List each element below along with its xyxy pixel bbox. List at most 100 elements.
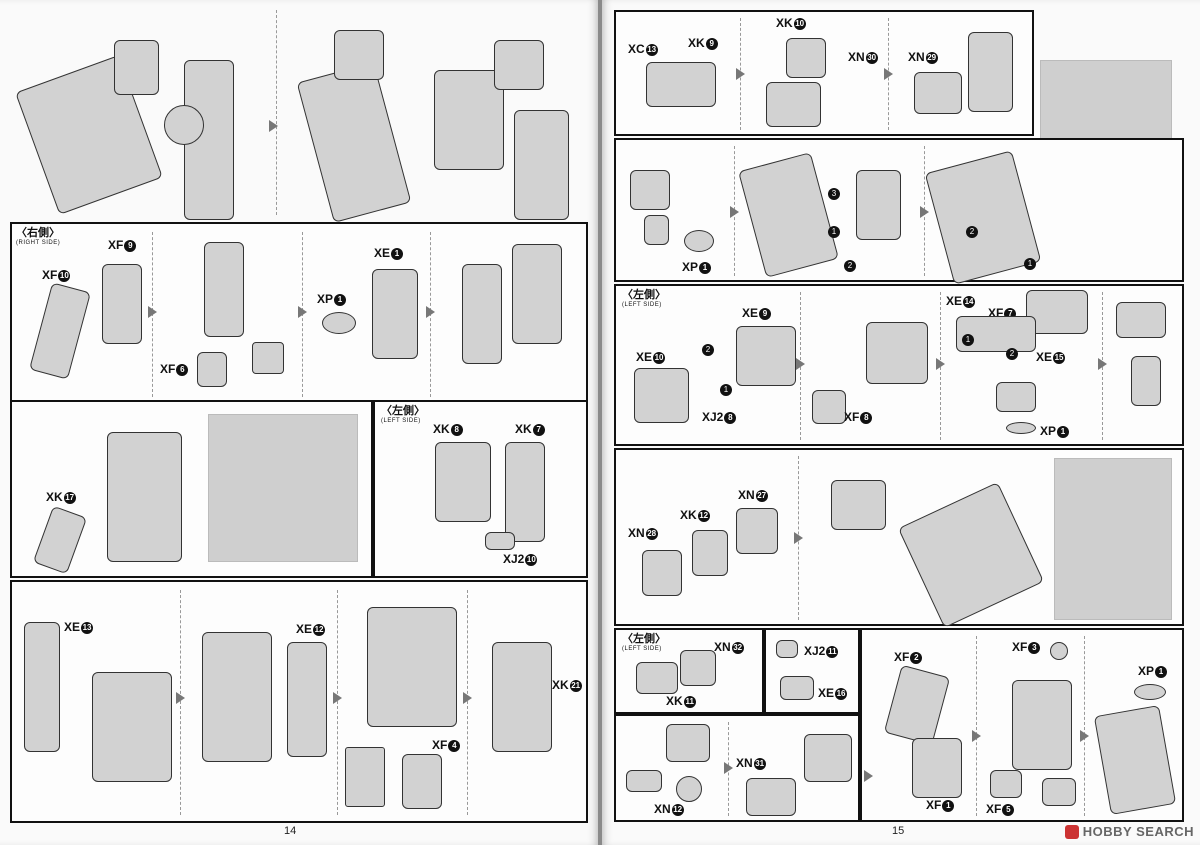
joint-part (766, 82, 821, 127)
hand-part (804, 734, 852, 782)
shoulder-part (634, 368, 689, 423)
detail-zoom (1026, 290, 1088, 334)
step-divider (276, 10, 277, 215)
step-number: 2 (966, 226, 978, 238)
head-part (494, 40, 544, 90)
hobby-search-logo-icon (1064, 824, 1079, 839)
small-part (197, 352, 227, 387)
page-number-right: 15 (892, 825, 905, 837)
joint-part (164, 105, 204, 145)
head-part (334, 30, 384, 80)
shoulder-part (1131, 356, 1161, 406)
arrow-right-icon (463, 692, 472, 704)
arrow-right-icon (736, 68, 745, 80)
joint-part (776, 640, 798, 658)
step-divider (976, 636, 977, 816)
armor-part (287, 642, 327, 757)
arrow-right-icon (298, 306, 307, 318)
arm-part (107, 432, 182, 562)
joint-part (968, 32, 1013, 112)
ring-part (1006, 422, 1036, 434)
watermark-text: HOBBY SEARCH (1082, 824, 1194, 839)
small-part (1050, 642, 1068, 660)
detail-zoom (252, 342, 284, 374)
arrow-right-icon (920, 206, 929, 218)
arrow-right-icon (148, 306, 157, 318)
shoulder-part (866, 322, 928, 384)
arrow-right-icon (972, 730, 981, 742)
arm-part (29, 282, 91, 380)
arrow-right-icon (796, 358, 805, 370)
step-number: 1 (720, 384, 732, 396)
assembly-area-top-left (14, 10, 592, 223)
bracket-part (512, 244, 562, 344)
watermark: HOBBY SEARCH (1064, 824, 1194, 839)
arrow-right-icon (794, 532, 803, 544)
hand-part (831, 480, 886, 530)
leg-part (514, 110, 569, 220)
hand-part (666, 724, 710, 762)
arm-armor-part (738, 152, 839, 278)
arrow-right-icon (864, 770, 873, 782)
leg-assembly (367, 607, 457, 727)
shoulder-part (736, 326, 796, 386)
small-part (402, 754, 442, 809)
step-number: 2 (1006, 348, 1018, 360)
forearm-part (912, 738, 962, 798)
reference-photo (1054, 458, 1172, 620)
leg-assembly (492, 642, 552, 752)
hand-part (914, 72, 962, 114)
arrow-right-icon (1098, 358, 1107, 370)
step-number: 2 (844, 260, 856, 272)
hand-part (630, 170, 670, 210)
reference-photo (208, 414, 358, 562)
step-number: 1 (962, 334, 974, 346)
detail-zoom (1042, 778, 1076, 806)
ring-part (684, 230, 714, 252)
arm-assembly (897, 481, 1045, 629)
leg-armor-part (92, 672, 172, 782)
arrow-right-icon (884, 68, 893, 80)
side-label-left-arm: 〈左側〉 (LEFT SIDE) (622, 289, 666, 309)
small-part (996, 382, 1036, 412)
detail-zoom (345, 747, 385, 807)
arm-part (102, 264, 142, 344)
forearm-part (1012, 680, 1072, 770)
step-number: 1 (1024, 258, 1036, 270)
side-label-left: 〈左側〉 (LEFT SIDE) (381, 405, 425, 425)
arm-part (204, 242, 244, 337)
